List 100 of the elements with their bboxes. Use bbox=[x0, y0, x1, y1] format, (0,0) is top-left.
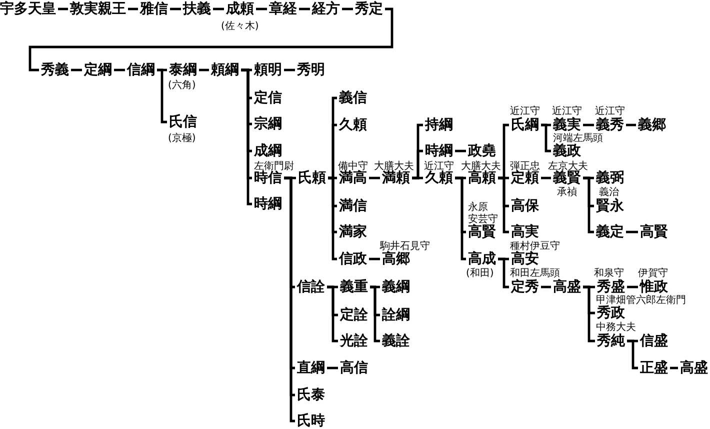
person-name: 氏泰 bbox=[296, 388, 326, 402]
annotation-text: 和泉守 bbox=[594, 268, 624, 278]
person-name: 敦実親王 bbox=[68, 2, 127, 16]
lineage-line bbox=[299, 8, 310, 10]
annotation-text: 備中守 bbox=[338, 160, 368, 172]
person-name: 満高 bbox=[339, 170, 367, 186]
lineage-line bbox=[369, 176, 380, 180]
annotation-text: 河端左馬頭 bbox=[553, 132, 603, 144]
person-name: 秀明 bbox=[296, 62, 326, 78]
lineage-line bbox=[626, 230, 638, 234]
person-name: 義綱 bbox=[381, 280, 411, 294]
lineage-line bbox=[327, 286, 338, 342]
person-name: 久頼 bbox=[338, 118, 368, 132]
lineage-line bbox=[28, 8, 394, 72]
person-name: 満家 bbox=[338, 224, 368, 240]
person-name: 秀定 bbox=[354, 2, 384, 16]
person-name: 光詮 bbox=[338, 334, 369, 348]
lineage-line bbox=[128, 8, 138, 10]
person-name: 高盛 bbox=[679, 360, 709, 376]
person-name: 宗綱 bbox=[253, 116, 283, 132]
person-name: 義弼 bbox=[595, 170, 625, 186]
person-name: 氏頼 bbox=[297, 170, 327, 186]
person-name: 高実 bbox=[510, 224, 540, 240]
annotation-text: 永原 bbox=[468, 202, 488, 212]
lineage-line bbox=[541, 286, 551, 288]
person-name: 久頼 bbox=[424, 170, 453, 186]
lineage-line bbox=[241, 68, 252, 206]
lineage-line bbox=[284, 68, 295, 72]
person-name: 高安 bbox=[510, 252, 540, 266]
lineage-line bbox=[498, 258, 509, 288]
annotation-text: 近江守 bbox=[424, 160, 454, 172]
lineage-line bbox=[541, 124, 551, 152]
person-name: 成頼 bbox=[224, 2, 255, 16]
person-name: 義政 bbox=[552, 144, 582, 158]
person-name: 賢永 bbox=[595, 198, 625, 214]
lineage-line bbox=[71, 68, 82, 72]
annotation-text: 義治 bbox=[599, 186, 619, 198]
person-name: 義信 bbox=[338, 90, 368, 106]
lineage-line bbox=[455, 150, 466, 152]
person-name: 秀純 bbox=[596, 334, 626, 348]
person-name: 泰綱 bbox=[168, 62, 198, 78]
person-name: 高信 bbox=[339, 360, 369, 376]
person-name: 定綱 bbox=[82, 62, 113, 78]
person-name: 定詮 bbox=[338, 308, 369, 322]
person-name: 氏時 bbox=[296, 414, 326, 428]
lineage-line bbox=[170, 8, 181, 10]
annotation-text: 中務大夫 bbox=[596, 322, 636, 332]
person-name: 高郷 bbox=[381, 252, 411, 266]
person-name: 時綱 bbox=[253, 196, 283, 212]
person-name: 義重 bbox=[339, 280, 369, 294]
lineage-line bbox=[412, 176, 423, 180]
lineage-line bbox=[328, 176, 337, 260]
annotation-text: 左衛門尉 bbox=[254, 160, 294, 172]
annotation-text: 駒井石見守 bbox=[380, 240, 430, 252]
annotation-text: 安芸守 bbox=[468, 214, 498, 224]
person-name: 義詮 bbox=[381, 334, 411, 348]
lineage-line bbox=[583, 176, 594, 234]
lineage-line bbox=[670, 366, 678, 370]
person-name: 頼明 bbox=[252, 62, 283, 78]
annotation-text: 承禎 bbox=[557, 186, 577, 198]
person-name: 高盛 bbox=[552, 280, 582, 294]
lineage-line bbox=[213, 8, 224, 10]
person-name: 定信 bbox=[252, 90, 283, 106]
person-name: 高頼 bbox=[468, 170, 496, 186]
person-name: 満頼 bbox=[382, 170, 410, 186]
person-name: 定頼 bbox=[510, 170, 539, 186]
person-name: 満信 bbox=[338, 198, 368, 214]
annotation-text: 弾正忠 bbox=[510, 160, 540, 172]
person-name: 義定 bbox=[595, 224, 625, 240]
person-name: 信綱 bbox=[126, 62, 156, 78]
person-name: 義秀 bbox=[595, 118, 625, 132]
lineage-line bbox=[626, 124, 636, 126]
lineage-line bbox=[455, 176, 466, 260]
person-name: 高賢 bbox=[467, 224, 497, 240]
lineage-line bbox=[114, 68, 125, 72]
lineage-line bbox=[342, 8, 353, 10]
person-name: 惟政 bbox=[638, 280, 669, 294]
person-name: 持綱 bbox=[424, 118, 454, 132]
person-name: 信詮 bbox=[296, 280, 326, 294]
annotation-text: 左京大夫 bbox=[548, 160, 588, 172]
person-name: 義郷 bbox=[637, 118, 667, 132]
person-name: 義実 bbox=[552, 118, 581, 132]
lineage-line bbox=[327, 366, 338, 370]
annotation-text: (和田) bbox=[466, 268, 494, 278]
lineage-line bbox=[369, 258, 380, 260]
person-name: 信政 bbox=[338, 252, 368, 266]
annotation-text: (佐々木) bbox=[221, 20, 259, 32]
person-name: 頼綱 bbox=[210, 62, 240, 78]
person-name: 信盛 bbox=[638, 334, 669, 348]
annotation-text: 伊賀守 bbox=[638, 268, 668, 278]
person-name: 秀政 bbox=[596, 306, 626, 320]
annotation-text: (六角) bbox=[168, 80, 196, 90]
annotation-text: 近江守 bbox=[595, 106, 625, 116]
person-name: 政堯 bbox=[466, 144, 497, 158]
person-name: 高保 bbox=[510, 198, 540, 214]
person-name: 経方 bbox=[310, 2, 341, 16]
annotation-text: (京極) bbox=[168, 132, 196, 144]
annotation-text: 種村伊豆守 bbox=[510, 240, 560, 252]
person-name: 義賢 bbox=[553, 170, 581, 186]
person-name: 扶義 bbox=[182, 2, 212, 16]
